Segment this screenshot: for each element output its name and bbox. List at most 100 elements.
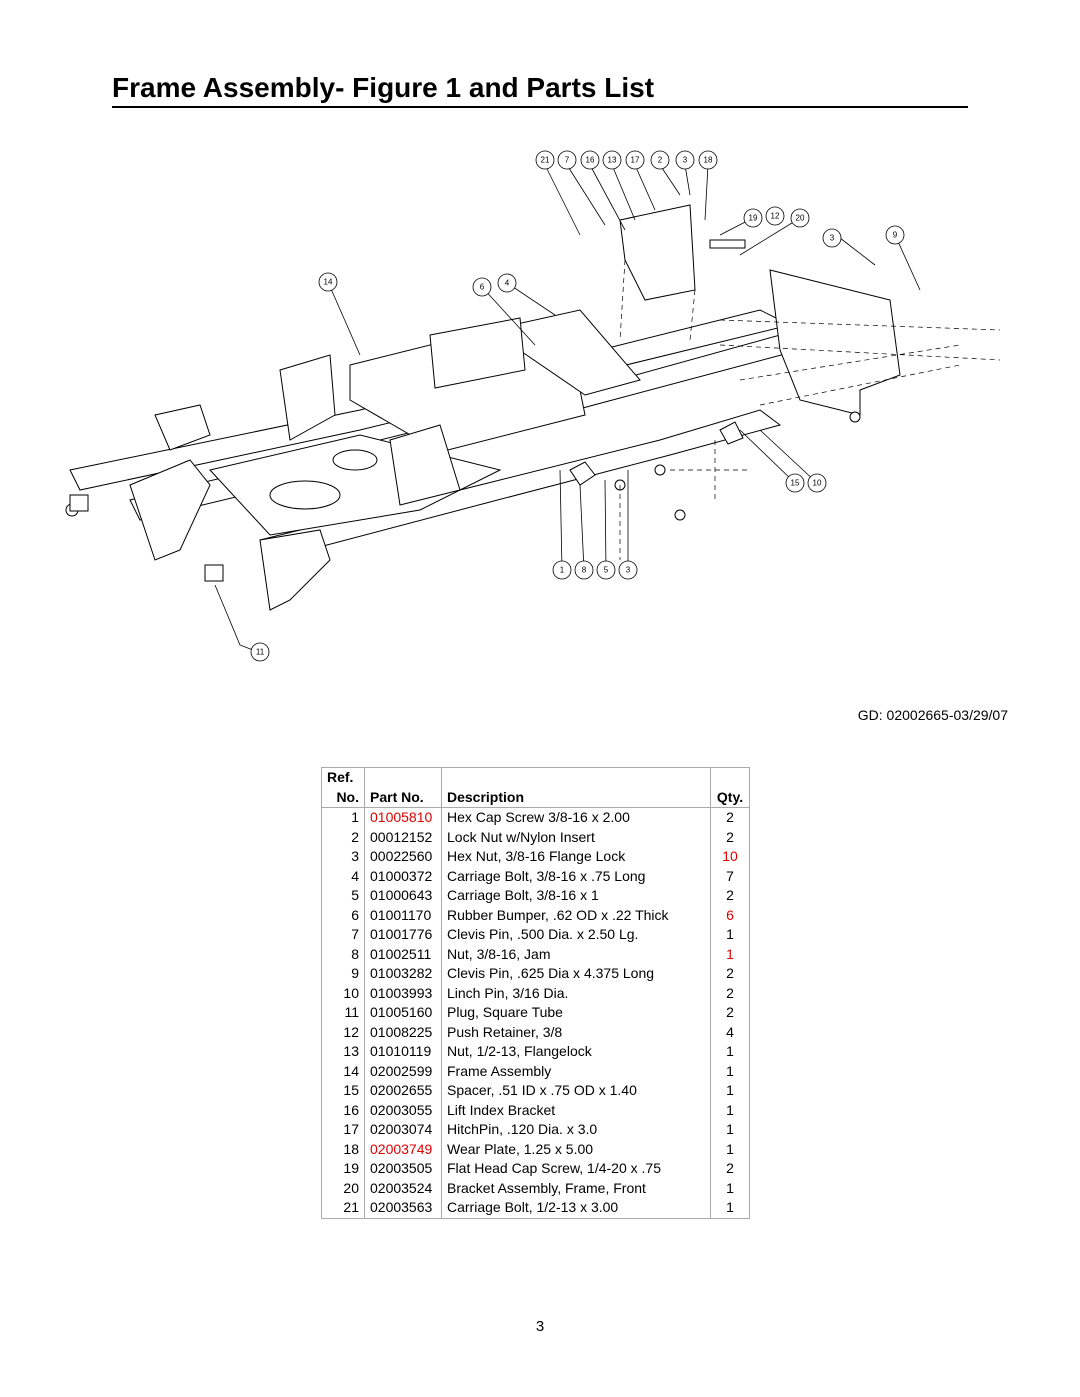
callout-7: 7 bbox=[557, 150, 577, 170]
callout-9: 9 bbox=[885, 225, 905, 245]
exploded-frame-diagram: 21 7 16 13 17 2 3 18 19 12 20 3 9 14 6 4… bbox=[65, 150, 1001, 662]
cell-qty: 7 bbox=[710, 866, 750, 886]
cell-qty: 1 bbox=[710, 1081, 750, 1101]
cell-description: Clevis Pin, .500 Dia. x 2.50 Lg. bbox=[441, 925, 711, 945]
cell-part-no: 00022560 bbox=[364, 847, 442, 867]
header-desc: Description bbox=[441, 787, 711, 808]
callout-20: 20 bbox=[790, 208, 810, 228]
cell-qty: 4 bbox=[710, 1022, 750, 1042]
callout-19: 19 bbox=[743, 208, 763, 228]
cell-description: Hex Nut, 3/8-16 Flange Lock bbox=[441, 847, 711, 867]
cell-qty: 10 bbox=[710, 847, 750, 867]
svg-text:13: 13 bbox=[608, 156, 617, 165]
cell-part-no: 01005810 bbox=[364, 807, 442, 828]
cell-part-no: 01000372 bbox=[364, 866, 442, 886]
cell-ref: 21 bbox=[321, 1198, 365, 1219]
cell-qty: 2 bbox=[710, 1159, 750, 1179]
svg-text:12: 12 bbox=[771, 212, 780, 221]
svg-text:20: 20 bbox=[796, 214, 805, 223]
cell-ref: 4 bbox=[321, 866, 365, 886]
cell-part-no: 01001170 bbox=[364, 905, 442, 925]
cell-qty: 2 bbox=[710, 886, 750, 906]
cell-ref: 19 bbox=[321, 1159, 365, 1179]
svg-text:9: 9 bbox=[893, 231, 898, 240]
callout-14: 14 bbox=[318, 272, 338, 292]
table-header-row-top: Ref. bbox=[321, 767, 750, 788]
cell-description: HitchPin, .120 Dia. x 3.0 bbox=[441, 1120, 711, 1140]
cell-qty: 2 bbox=[710, 964, 750, 984]
hidden-assembly-lines bbox=[619, 259, 1001, 560]
svg-text:7: 7 bbox=[565, 156, 570, 165]
cell-qty: 1 bbox=[710, 1042, 750, 1062]
svg-text:3: 3 bbox=[626, 566, 631, 575]
callout-10: 10 bbox=[807, 473, 827, 493]
page-title: Frame Assembly- Figure 1 and Parts List bbox=[112, 72, 654, 104]
svg-text:2: 2 bbox=[658, 156, 663, 165]
cell-part-no: 02002655 bbox=[364, 1081, 442, 1101]
cell-ref: 7 bbox=[321, 925, 365, 945]
cell-description: Carriage Bolt, 1/2-13 x 3.00 bbox=[441, 1198, 711, 1219]
cell-ref: 18 bbox=[321, 1139, 365, 1159]
title-rule bbox=[112, 106, 968, 108]
cell-qty: 1 bbox=[710, 1139, 750, 1159]
cell-qty: 1 bbox=[710, 1178, 750, 1198]
cell-part-no: 01003993 bbox=[364, 983, 442, 1003]
cell-description: Nut, 1/2-13, Flangelock bbox=[441, 1042, 711, 1062]
cell-part-no: 01010119 bbox=[364, 1042, 442, 1062]
cell-qty: 2 bbox=[710, 807, 750, 828]
callout-3-right: 3 bbox=[822, 228, 842, 248]
callout-16: 16 bbox=[580, 150, 600, 170]
cell-description: Spacer, .51 ID x .75 OD x 1.40 bbox=[441, 1081, 711, 1101]
cell-qty: 2 bbox=[710, 827, 750, 847]
cell-part-no: 02003055 bbox=[364, 1100, 442, 1120]
svg-text:14: 14 bbox=[324, 278, 333, 287]
callout-1: 1 bbox=[552, 560, 572, 580]
cell-ref: 12 bbox=[321, 1022, 365, 1042]
cell-ref: 2 bbox=[321, 827, 365, 847]
cell-description: Hex Cap Screw 3/8-16 x 2.00 bbox=[441, 807, 711, 828]
callout-15: 15 bbox=[785, 473, 805, 493]
cell-ref: 1 bbox=[321, 807, 365, 828]
callout-18: 18 bbox=[698, 150, 718, 170]
svg-text:16: 16 bbox=[586, 156, 595, 165]
cell-part-no: 02003524 bbox=[364, 1178, 442, 1198]
svg-text:3: 3 bbox=[830, 234, 835, 243]
cell-ref: 8 bbox=[321, 944, 365, 964]
svg-text:5: 5 bbox=[604, 566, 609, 575]
svg-text:10: 10 bbox=[813, 479, 822, 488]
cell-ref: 16 bbox=[321, 1100, 365, 1120]
callout-4: 4 bbox=[497, 273, 517, 293]
cell-description: Clevis Pin, .625 Dia x 4.375 Long bbox=[441, 964, 711, 984]
svg-text:6: 6 bbox=[480, 283, 485, 292]
cell-ref: 13 bbox=[321, 1042, 365, 1062]
cell-ref: 20 bbox=[321, 1178, 365, 1198]
cell-description: Flat Head Cap Screw, 1/4-20 x .75 bbox=[441, 1159, 711, 1179]
cell-ref: 3 bbox=[321, 847, 365, 867]
callout-5: 5 bbox=[596, 560, 616, 580]
cell-qty: 2 bbox=[710, 983, 750, 1003]
cell-description: Lock Nut w/Nylon Insert bbox=[441, 827, 711, 847]
svg-text:11: 11 bbox=[256, 648, 265, 657]
cell-qty: 1 bbox=[710, 925, 750, 945]
cell-description: Lift Index Bracket bbox=[441, 1100, 711, 1120]
svg-text:4: 4 bbox=[505, 279, 510, 288]
cell-qty: 1 bbox=[710, 1061, 750, 1081]
table-header-row: No. Part No. Description Qty. bbox=[321, 787, 750, 808]
callout-bubbles: 21 7 16 13 17 2 3 18 19 12 20 3 9 14 6 4… bbox=[250, 150, 905, 662]
callout-3-top: 3 bbox=[675, 150, 695, 170]
cell-ref: 5 bbox=[321, 886, 365, 906]
